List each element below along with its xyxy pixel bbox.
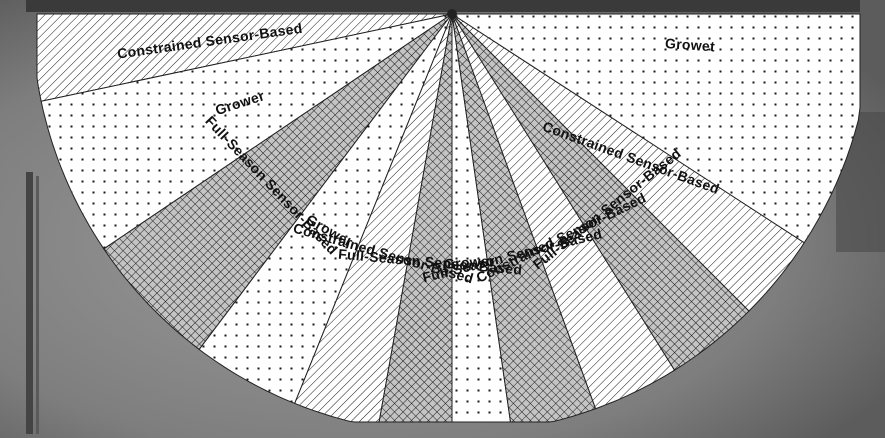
- sector-cross-2: [103, 13, 453, 351]
- sector-hatch-10: [451, 13, 805, 312]
- sector-cross-9: [451, 13, 750, 371]
- sector-hatch-8: [451, 13, 676, 410]
- sector-cross-7: [451, 13, 597, 423]
- left-fence-post: [26, 172, 33, 434]
- pivot-center-point: [447, 9, 457, 19]
- sector-group: [36, 13, 861, 423]
- sector-hatch-4: [294, 13, 453, 423]
- left-fence-post-inner: [36, 176, 39, 434]
- sector-label-11: Growet: [665, 35, 716, 54]
- sector-label-6: Grower: [443, 252, 495, 272]
- top-edge-band: [26, 0, 860, 12]
- sector-dots-3: [198, 13, 453, 405]
- sector-cross-5: [378, 13, 453, 423]
- sector-dots-11: [450, 13, 861, 244]
- sector-dots-1: [40, 13, 453, 250]
